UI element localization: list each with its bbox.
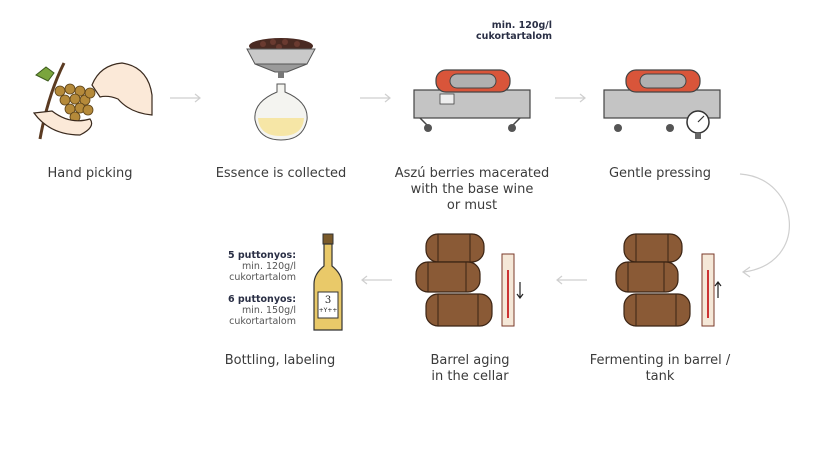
sugar-note-line1: min. 120g/l: [491, 20, 552, 31]
tokaji-bottle-illustration: [313, 233, 343, 331]
sugar-note-line2: cukortartalom: [476, 31, 552, 42]
step-label-aging: Barrel aging in the cellar: [400, 353, 540, 385]
arrow-6-7: [361, 275, 392, 285]
maceration-line3: or must: [446, 198, 498, 213]
puttonyos-5-note: 5 puttonyos: min. 120g/l cukortartalom: [200, 250, 296, 283]
step-label-bottling: Bottling, labeling: [224, 353, 336, 368]
essence-collector-illustration: [246, 38, 316, 141]
puttonyos-5-line1: min. 120g/l: [242, 261, 296, 272]
fermenting-line2: tank: [645, 369, 675, 384]
puttonyos-6-note: 6 puttonyos: min. 150g/l cukortartalom: [200, 294, 296, 327]
puttonyos-5-title: 5 puttonyos:: [227, 250, 296, 261]
sugar-content-note: min. 120g/l cukortartalom: [452, 20, 552, 42]
curved-arrow-4-5: [739, 173, 790, 278]
step-label-fermenting: Fermenting in barrel / tank: [580, 353, 740, 385]
step-label-essence: Essence is collected: [215, 166, 347, 181]
puttonyos-5-line2: cukortartalom: [229, 272, 296, 283]
bottle-label-text: +Y++: [318, 307, 338, 314]
aging-line2: in the cellar: [431, 369, 509, 384]
maceration-line1: Aszú berries macerated: [394, 166, 550, 181]
puttonyos-6-title: 6 puttonyos:: [227, 294, 296, 305]
step-label-maceration: Aszú berries macerated with the base win…: [382, 166, 562, 214]
wine-press-illustration: [413, 69, 531, 132]
maceration-line2: with the base wine: [410, 182, 534, 197]
aging-barrels-illustration: [415, 233, 524, 327]
fermenting-barrels-illustration: [615, 233, 722, 327]
bottle-label-number: 3: [324, 295, 332, 306]
aging-line1: Barrel aging: [430, 353, 510, 368]
arrow-2-3: [360, 93, 391, 103]
hand-picking-illustration: [32, 62, 153, 140]
puttonyos-6-line2: cukortartalom: [229, 316, 296, 327]
arrow-5-6: [556, 275, 587, 285]
arrow-1-2: [170, 93, 201, 103]
step-label-hand-picking: Hand picking: [47, 166, 133, 181]
press-with-gauge-illustration: [603, 69, 721, 139]
arrow-3-4: [555, 93, 586, 103]
step-label-pressing: Gentle pressing: [608, 166, 712, 181]
fermenting-line1: Fermenting in barrel /: [589, 353, 731, 368]
puttonyos-6-line1: min. 150g/l: [242, 305, 296, 316]
